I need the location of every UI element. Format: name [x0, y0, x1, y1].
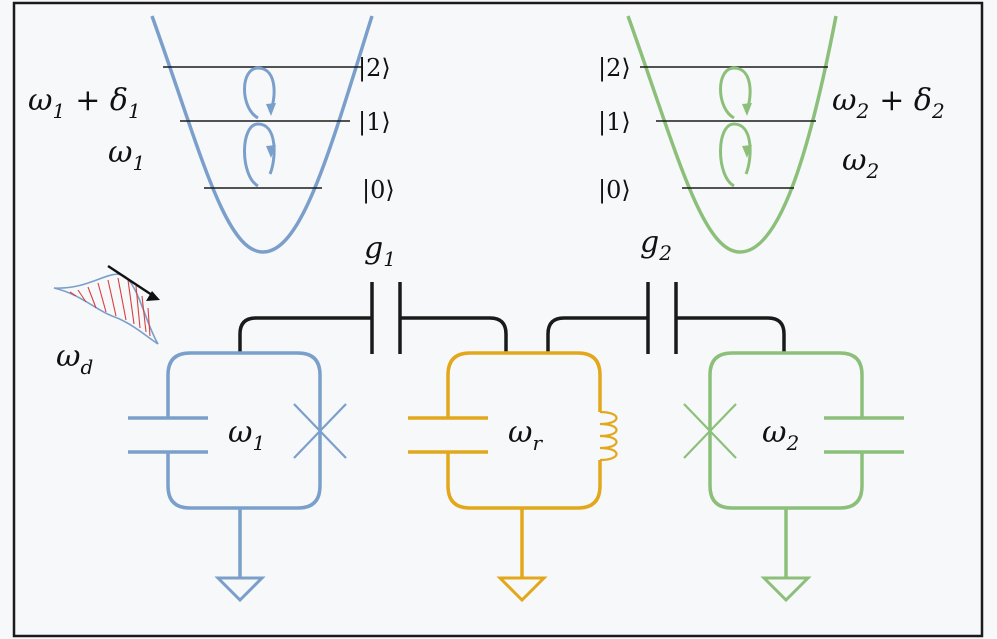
coupling-g1-label: g1 — [364, 231, 396, 271]
coupling-g2-label: g2 — [640, 225, 672, 265]
qubit1-potential-well — [150, 15, 374, 254]
qubit1-josephson-junction-b — [293, 403, 347, 459]
qubit2-ket-0: |0⟩ — [598, 176, 631, 205]
resonator-circuit — [408, 351, 618, 603]
qubit1-loop — [166, 351, 322, 510]
qubit2-ket-2: |2⟩ — [598, 54, 631, 83]
qubit1-ket-0: |0⟩ — [362, 176, 395, 205]
drive-pulse-oscillation — [69, 277, 151, 337]
resonator-inductor-coil — [599, 410, 618, 462]
qubit2-circuit — [683, 351, 904, 603]
drive-frequency-label: ωd — [56, 339, 93, 379]
qubit1-circuit — [128, 351, 347, 603]
qubit1-frequency-label: ω1 — [108, 135, 145, 175]
drive-arrow-shaft — [107, 264, 153, 297]
qubit2-ground-symbol — [760, 576, 812, 603]
qubit2-transition-arrowhead-upper — [742, 103, 752, 116]
qubit1-transition-arrowhead-lower — [266, 145, 276, 158]
qubit2-energy-diagram: |2⟩ |1⟩ |0⟩ ω2+ δ2 ω2 — [598, 15, 945, 254]
qubit2-frequency-label: ω2 — [842, 143, 879, 183]
qubit1-energy-diagram: |2⟩ |1⟩ |0⟩ ω1+ δ1 ω1 — [28, 15, 395, 254]
coupling-wiring — [238, 282, 786, 354]
resonator-ground-symbol — [496, 576, 548, 603]
qubit2-loop — [708, 351, 864, 510]
coupling-wire-resonator-left — [400, 316, 508, 353]
qubit2-upper-frequency-label: ω2+ δ2 — [832, 83, 945, 123]
coupling-wire-resonator-right — [546, 316, 648, 353]
qubit1-transition-loop-upper — [243, 66, 276, 120]
coupling-wire-qubit2 — [676, 316, 786, 353]
qubit1-upper-frequency-label: ω1+ δ1 — [28, 83, 141, 123]
qubit1-circuit-frequency-label: ω1 — [228, 415, 265, 455]
qubit2-josephson-junction-b — [683, 403, 737, 459]
resonator-loop — [446, 351, 602, 510]
qubit1-transition-arrowhead-upper — [266, 103, 276, 116]
resonator-frequency-label: ωr — [508, 415, 543, 455]
qubit1-ket-2: |2⟩ — [358, 54, 391, 83]
qubit2-circuit-frequency-label: ω2 — [762, 415, 799, 455]
qubit2-transition-loop-lower — [719, 122, 752, 188]
qubit1-ground-symbol — [214, 576, 266, 603]
qubit2-ket-1: |1⟩ — [598, 108, 631, 137]
qubit2-transition-loop-upper — [719, 66, 752, 120]
qubit2-transition-arrowhead-lower — [742, 145, 752, 158]
qubit1-ket-1: |1⟩ — [358, 108, 391, 137]
qubit2-potential-well — [626, 15, 838, 254]
drive-arrow — [107, 264, 160, 301]
qubit1-transition-loop-lower — [243, 122, 276, 188]
drive-arrow-head — [146, 291, 160, 301]
coupling-wire-qubit1 — [238, 316, 372, 353]
